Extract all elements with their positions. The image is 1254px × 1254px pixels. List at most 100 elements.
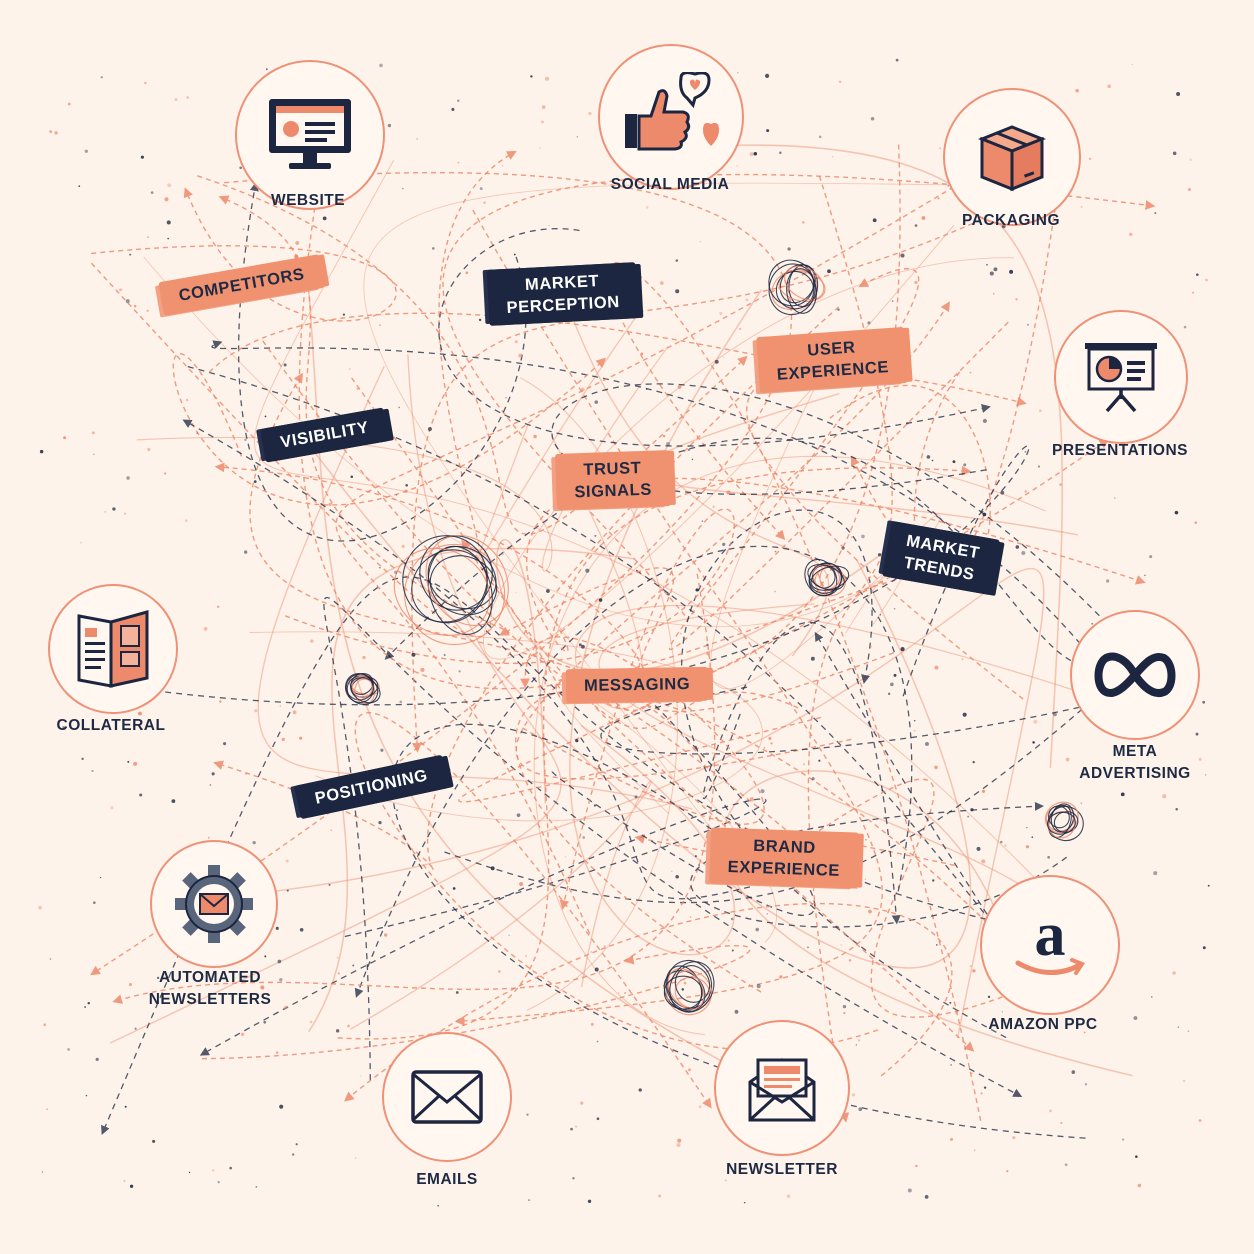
speckle-dot xyxy=(590,951,592,953)
speckle-dot xyxy=(1151,996,1153,998)
speckle-dot xyxy=(546,589,550,593)
speckle-dot xyxy=(501,165,504,167)
speckle-dot xyxy=(756,984,761,989)
speckle-dot xyxy=(893,607,896,610)
speckle-dot xyxy=(212,1169,215,1172)
speckle-dot xyxy=(779,151,782,154)
scribble-knot xyxy=(344,673,374,704)
speckle-dot xyxy=(576,136,578,138)
scribble-knot xyxy=(804,558,838,597)
speckle-dot xyxy=(711,752,714,754)
speckle-dot xyxy=(745,298,749,302)
thumbs-up-heart-icon xyxy=(625,72,719,151)
packaging-label: PACKAGING xyxy=(961,212,1061,229)
swirl-line xyxy=(363,182,1036,853)
speckle-dot xyxy=(590,1022,594,1026)
dashed-arrow xyxy=(211,340,1081,645)
speckle-dot xyxy=(356,387,359,391)
speckle-dot xyxy=(1047,855,1050,859)
speckle-dot xyxy=(895,58,899,62)
speckle-dot xyxy=(714,359,719,364)
speckle-dot xyxy=(572,1177,575,1180)
speckle-dot xyxy=(398,406,401,409)
speckle-dot xyxy=(416,138,418,140)
speckle-dot xyxy=(1183,325,1187,329)
speckle-dot xyxy=(186,96,189,99)
tag-trust-signals-line2: SIGNALS xyxy=(574,480,653,502)
speckle-dot xyxy=(638,1088,642,1092)
speckle-dot xyxy=(749,797,754,802)
scribble-knot xyxy=(808,562,843,594)
speckle-dot xyxy=(545,76,550,81)
speckle-dot xyxy=(505,397,507,399)
speckle-dot xyxy=(949,1137,954,1141)
speckle-dot xyxy=(458,670,461,673)
speckle-dot xyxy=(787,247,791,251)
speckle-dot xyxy=(328,502,332,506)
automated-newsletters-label-line2: NEWSLETTERS xyxy=(148,991,272,1008)
speckle-dot xyxy=(687,448,690,452)
speckle-dot xyxy=(396,809,398,812)
speckle-dot xyxy=(91,769,94,773)
speckle-dot xyxy=(861,534,865,539)
speckle-dot xyxy=(1105,579,1110,583)
dashed-arrow xyxy=(551,383,1157,679)
speckle-dot xyxy=(99,876,102,879)
dashed-arrow xyxy=(90,150,517,638)
speckle-dot xyxy=(134,1027,137,1030)
speckle-dot xyxy=(277,959,282,964)
speckle-dot xyxy=(211,772,215,776)
dashed-arrow xyxy=(335,171,979,934)
speckle-dot xyxy=(578,643,582,647)
speckle-dot xyxy=(437,1204,440,1207)
dashed-arrow xyxy=(182,419,751,900)
speckle-dot xyxy=(976,846,981,851)
speckle-dot xyxy=(335,1029,340,1033)
speckle-dot xyxy=(666,838,669,842)
speckle-dot xyxy=(513,253,516,256)
speckle-dot xyxy=(645,206,649,209)
speckle-dot xyxy=(588,111,592,116)
speckle-dot xyxy=(1135,1155,1138,1158)
amazon-a-icon: a xyxy=(1015,905,1086,976)
speckle-dot xyxy=(541,120,544,124)
speckle-dot xyxy=(865,838,867,841)
amazon-ppc-label: AMAZON PPC xyxy=(988,1016,1098,1033)
speckle-dot xyxy=(1133,1016,1138,1020)
speckle-dot xyxy=(404,489,408,493)
speckle-dot xyxy=(123,512,127,515)
speckle-dot xyxy=(969,371,972,374)
speckle-dot xyxy=(677,1138,682,1143)
speckle-dot xyxy=(1144,574,1146,577)
speckle-dot xyxy=(355,1157,357,1159)
speckle-dot xyxy=(793,890,795,893)
speckle-dot xyxy=(851,536,853,539)
speckle-dot xyxy=(858,1039,861,1042)
speckle-dot xyxy=(774,590,776,593)
speckle-dot xyxy=(682,636,686,639)
speckle-dot xyxy=(93,453,95,456)
speckle-dot xyxy=(514,340,518,344)
dashed-arrow xyxy=(411,215,990,753)
speckle-dot xyxy=(147,447,151,452)
speckle-dot xyxy=(736,71,739,74)
speckle-dot xyxy=(831,156,834,158)
speckle-dot xyxy=(140,727,143,730)
speckle-dot xyxy=(722,542,726,547)
speckle-dot xyxy=(217,1180,220,1184)
dashed-arrow xyxy=(913,181,1063,577)
scribble-knot xyxy=(667,968,705,1010)
speckle-dot xyxy=(1083,1031,1086,1034)
speckle-dot xyxy=(706,651,711,656)
speckle-dot xyxy=(1021,550,1026,555)
dashed-arrow xyxy=(298,195,967,690)
speckle-dot xyxy=(848,958,852,962)
speckle-dot xyxy=(541,105,546,109)
speckle-dot xyxy=(455,991,459,994)
speckle-dot xyxy=(1177,1026,1180,1028)
speckle-dot xyxy=(126,476,130,480)
speckle-dot xyxy=(380,748,384,752)
speckle-dot xyxy=(950,1064,952,1066)
speckle-dot xyxy=(1122,1138,1125,1141)
speckle-dot xyxy=(937,197,940,200)
